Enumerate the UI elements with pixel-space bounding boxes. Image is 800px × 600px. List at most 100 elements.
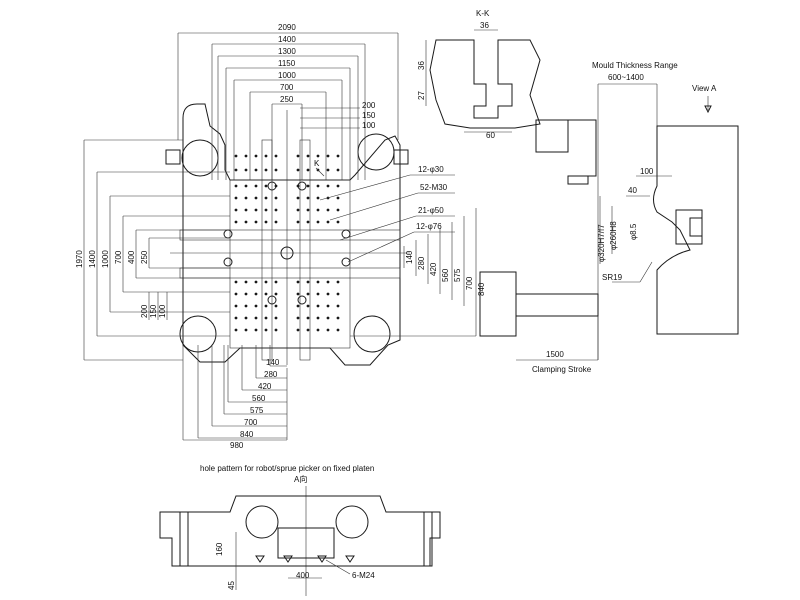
mounting-hole [306,328,310,332]
mounting-hole [306,316,310,320]
mounting-hole [326,184,330,188]
mounting-hole [306,220,310,224]
mounting-hole [254,168,258,172]
dim-top-250: 250 [280,95,294,104]
mounting-hole [244,280,248,284]
mounting-hole [244,316,248,320]
mounting-hole [316,328,320,332]
mounting-hole [326,328,330,332]
mounting-hole [296,168,300,172]
mounting-hole [296,154,300,158]
mounting-hole [254,316,258,320]
mounting-hole [254,220,258,224]
section-kk-title: K-K [476,9,490,18]
mounting-hole [296,220,300,224]
top-dimensions: 2090 1400 1300 1150 1000 700 250 [177,23,399,180]
mounting-hole [274,208,278,212]
clamping-stroke-value: 1500 [546,350,564,359]
mounting-hole [326,304,330,308]
bottom-dim-45: 45 [227,581,236,590]
mounting-hole [306,196,310,200]
dim-100-lower: 100 [158,304,167,318]
clamping-stroke-label: Clamping Stroke [532,365,592,374]
bottom-view-mark: A向 [294,474,307,484]
mounting-hole [336,208,340,212]
mounting-hole [316,292,320,296]
mounting-hole [336,316,340,320]
mounting-hole [244,328,248,332]
mounting-hole [274,220,278,224]
dim-top-1300: 1300 [278,47,296,56]
mounting-hole [254,292,258,296]
view-a-label: View A [692,84,717,93]
mounting-hole [274,328,278,332]
side-dim-phi320: φ320H7/f7 [597,224,606,262]
dim-left-1000: 1000 [101,250,110,268]
mounting-hole [336,280,340,284]
mounting-hole [316,208,320,212]
mounting-hole [296,208,300,212]
mounting-hole [234,280,238,284]
mounting-hole [326,280,330,284]
mounting-hole [336,184,340,188]
dim-top-2090: 2090 [278,23,296,32]
mounting-hole [244,196,248,200]
hole-callouts: 12-φ30 52-M30 21-φ50 12-φ76 K [314,159,455,263]
dim-right-420: 420 [429,262,438,276]
dim-left-700: 700 [114,250,123,264]
mounting-hole [244,304,248,308]
side-dim-100: 100 [640,167,654,176]
mounting-hole [306,184,310,188]
dim-top-700: 700 [280,83,294,92]
mounting-hole [244,168,248,172]
mounting-hole [234,168,238,172]
mounting-hole [254,280,258,284]
mounting-hole [234,316,238,320]
mounting-hole [274,168,278,172]
mounting-hole [264,184,268,188]
mounting-hole [336,168,340,172]
mould-thickness-range: 600~1400 [608,73,644,82]
mounting-hole [274,292,278,296]
side-dim-sr19: SR19 [602,273,623,282]
mounting-hole [264,304,268,308]
mounting-hole [274,316,278,320]
mounting-hole [326,220,330,224]
mounting-hole-pattern [234,154,340,332]
dim-200-upper: 200 [362,101,376,110]
mounting-hole [336,154,340,158]
dim-bottom-840: 840 [240,430,254,439]
bottom-dim-400: 400 [296,571,310,580]
mounting-hole [234,196,238,200]
mounting-hole [274,304,278,308]
mounting-hole [326,154,330,158]
dim-right-700: 700 [465,276,474,290]
mounting-hole [316,304,320,308]
mounting-hole [264,196,268,200]
mounting-hole [234,154,238,158]
mounting-hole [296,292,300,296]
dim-bottom-980: 980 [230,441,244,450]
side-dim-40: 40 [628,186,637,195]
section-kk: K-K 36 36 27 60 [417,9,541,140]
mounting-hole [234,292,238,296]
side-dim-phi8-5: φ8.5 [629,223,638,240]
dim-bottom-700: 700 [244,418,258,427]
mounting-hole [254,208,258,212]
mounting-hole [254,184,258,188]
kk-dim-36-top: 36 [480,21,489,30]
bottom-platen-view: hole pattern for robot/sprue picker on f… [159,464,441,596]
mounting-hole [274,280,278,284]
mounting-hole [264,220,268,224]
dim-left-1400: 1400 [88,250,97,268]
kk-dim-27: 27 [417,91,426,100]
callout-52-M30: 52-M30 [420,183,448,192]
mounting-hole [254,154,258,158]
mounting-hole [316,316,320,320]
dim-right-575: 575 [453,268,462,282]
kk-dim-36-left: 36 [417,61,426,70]
mounting-hole [296,280,300,284]
mounting-hole [244,292,248,296]
mounting-hole [264,168,268,172]
